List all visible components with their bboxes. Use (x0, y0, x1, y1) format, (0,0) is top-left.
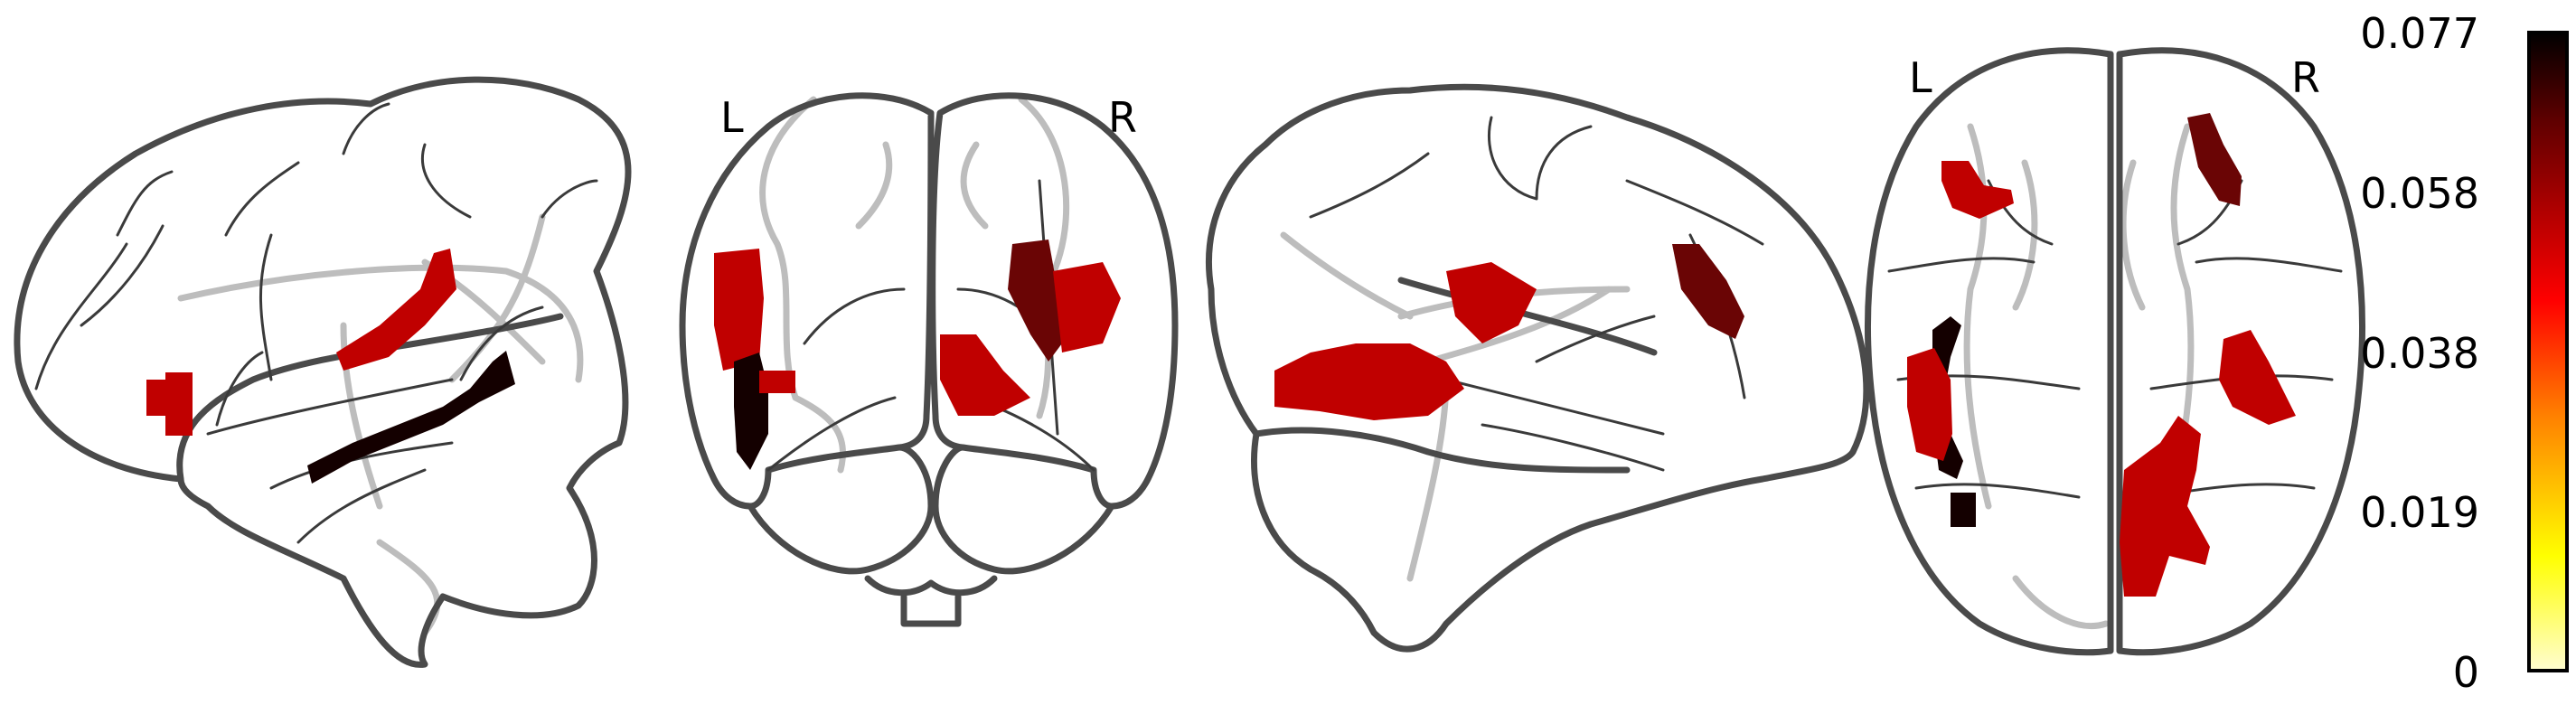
colorbar-tick-3: 0.019 (2360, 488, 2479, 537)
coronal-view: L R (679, 92, 1179, 627)
colorbar-tick-2: 0.038 (2360, 329, 2479, 378)
colorbar-tick-4: 0 (2453, 648, 2479, 697)
coronal-left-label: L (720, 93, 744, 142)
brain-outline-sagittal-left (14, 76, 632, 668)
brain-outline-sagittal-right (1206, 83, 1870, 653)
brain-outline-coronal (679, 92, 1179, 510)
sagittal-right-view (1206, 83, 1870, 653)
colorbar: 0.077 0.058 0.038 0.019 0 (2360, 9, 2569, 697)
sagittal-left-view (14, 76, 632, 668)
temporal-lobe-outline-sagittal-left (176, 313, 564, 483)
colorbar-tick-0: 0.077 (2360, 9, 2479, 58)
axial-left-label: L (1909, 53, 1932, 102)
colorbar-tick-1: 0.058 (2360, 169, 2479, 218)
axial-view: L R (1865, 47, 2365, 656)
colorbar-gradient (2527, 31, 2569, 672)
brain-outline-axial (1865, 47, 2365, 656)
axial-right-label: R (2291, 53, 2320, 102)
